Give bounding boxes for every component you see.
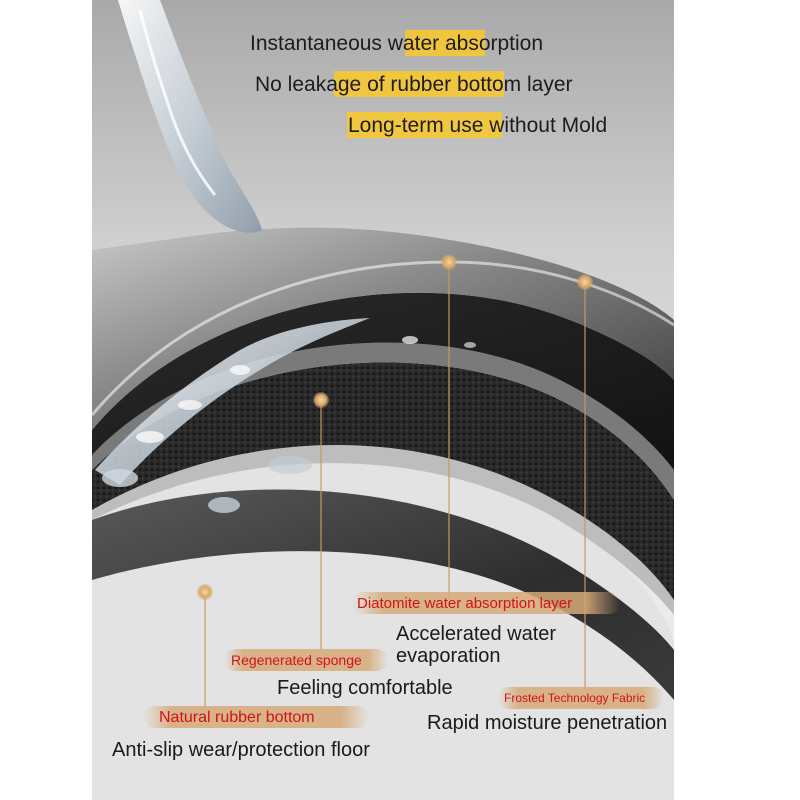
marker-dot	[577, 274, 593, 290]
layer-desc-sponge: Feeling comfortable	[277, 677, 453, 699]
tag-background	[144, 706, 368, 728]
marker-dot	[441, 254, 457, 270]
layer-tag-rubber: Natural rubber bottom	[159, 709, 315, 726]
marker-dot	[197, 584, 213, 600]
layer-tag-sponge: Regenerated sponge	[231, 652, 362, 668]
layer-desc-rubber: Anti-slip wear/protection floor	[112, 739, 370, 761]
layer-tag-diatomite: Diatomite water absorption layer	[357, 595, 573, 612]
headline-water-absorption: Instantaneous water absorption	[250, 32, 544, 55]
tag-background	[352, 592, 620, 614]
marker-dot	[313, 392, 329, 408]
headline-no-mold: Long-term use without Mold	[348, 114, 608, 137]
headline-no-leakage: No leakage of rubber bottom layer	[255, 73, 573, 96]
tag-background	[224, 649, 388, 671]
tag-background	[498, 687, 664, 709]
highlight-bar	[334, 71, 504, 97]
layer-desc-fabric: Rapid moisture penetration	[427, 712, 668, 734]
layer-desc-diatomite: Accelerated water evaporation	[396, 623, 557, 668]
highlight-bar	[347, 112, 502, 138]
highlight-bar	[405, 30, 485, 56]
layer-tag-fabric: Frosted Technology Fabric	[504, 691, 646, 705]
